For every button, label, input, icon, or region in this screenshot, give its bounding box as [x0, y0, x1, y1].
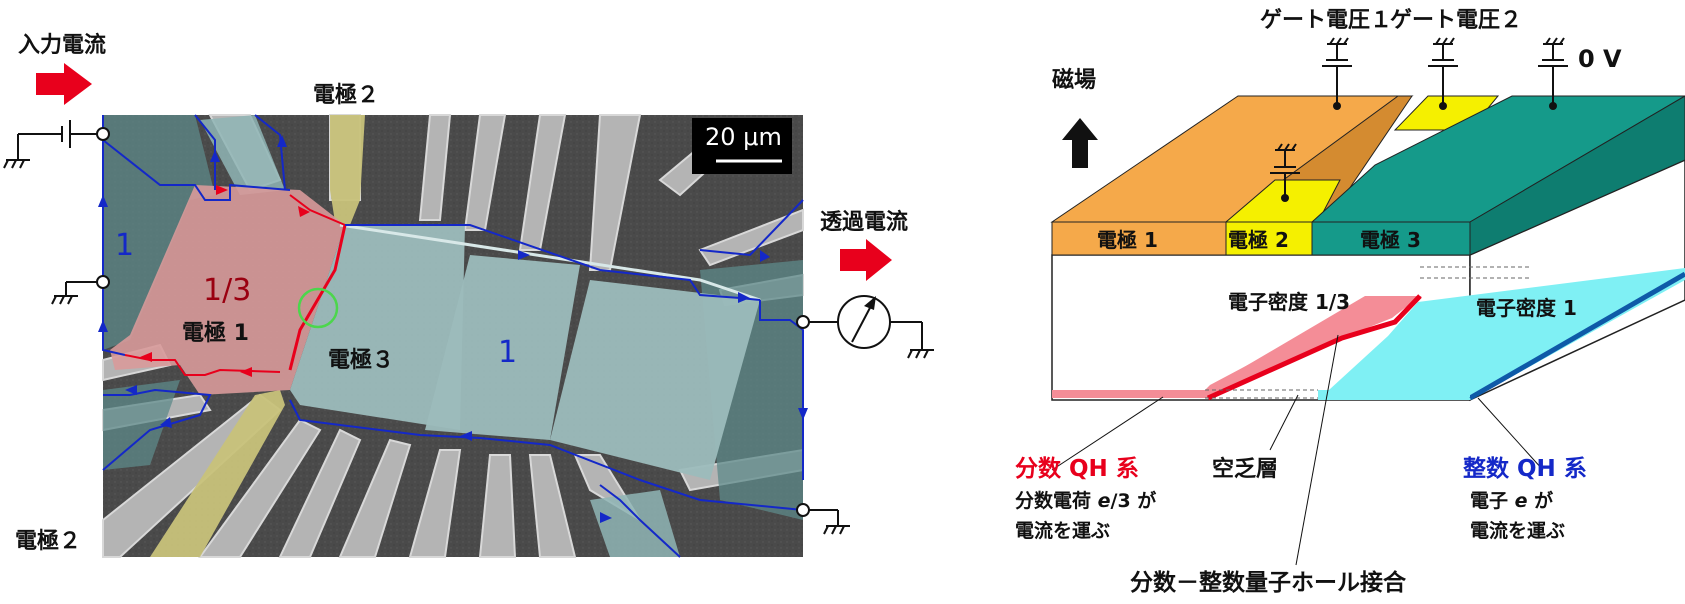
- sem-image: [102, 114, 804, 558]
- fractional-desc-line1: 分数電荷 e/3 が: [1015, 489, 1156, 512]
- electrode2-top-label: 電極２: [313, 82, 379, 108]
- external-circuit: [3, 120, 934, 535]
- gate-contacts: [1281, 102, 1557, 202]
- transmitted-current-label: 透過電流: [820, 209, 908, 235]
- junction-label: 分数－整数量子ホール接合: [1130, 569, 1407, 596]
- schematic: [1050, 95, 1685, 402]
- fractional-qh-label: 分数 QH 系: [1015, 456, 1139, 482]
- schematic-electrode1-label: 電極 1: [1097, 228, 1158, 252]
- integer-desc-line2: 電流を運ぶ: [1470, 519, 1565, 542]
- input-current-label: 入力電流: [18, 32, 106, 58]
- electrode1-label: 電極 1: [182, 320, 249, 346]
- fractional-desc-line2: 電流を運ぶ: [1015, 519, 1110, 542]
- integer-desc-line1: 電子 e が: [1470, 489, 1553, 512]
- filling-left-label: 1: [115, 228, 134, 263]
- schematic-electrode2-label: 電極 2: [1228, 228, 1289, 252]
- integer-qh-label: 整数 QH 系: [1463, 455, 1587, 482]
- filling-fraction-label: 1/3: [203, 273, 251, 308]
- depletion-label: 空乏層: [1212, 456, 1278, 482]
- gate-voltage2-label: ゲート電圧２: [1390, 8, 1522, 33]
- density-fraction-label: 電子密度 1/3: [1228, 290, 1350, 314]
- filling-right-label: 1: [498, 335, 517, 370]
- scale-bar-label: 20 μm: [705, 123, 782, 151]
- electrode3-label: 電極３: [328, 347, 394, 373]
- magnetic-field-arrow-icon: [1062, 118, 1098, 168]
- schematic-electrode3-label: 電極 3: [1360, 228, 1421, 252]
- zero-v-label: 0 V: [1578, 45, 1622, 73]
- junction-marker: [297, 287, 339, 329]
- gate-voltage1-label: ゲート電圧１: [1260, 8, 1392, 33]
- magnetic-field-label: 磁場: [1052, 67, 1096, 93]
- output-arrow-icon: [840, 239, 892, 281]
- density-integer-label: 電子密度 1: [1476, 296, 1577, 320]
- leader-lines: [1051, 334, 1544, 566]
- edge-arrows: [98, 135, 808, 523]
- gate-symbols: [1270, 37, 1568, 196]
- input-arrow-icon: [36, 63, 92, 105]
- scale-bar: [692, 118, 792, 174]
- electrode2-bottom-label: 電極２: [15, 528, 81, 554]
